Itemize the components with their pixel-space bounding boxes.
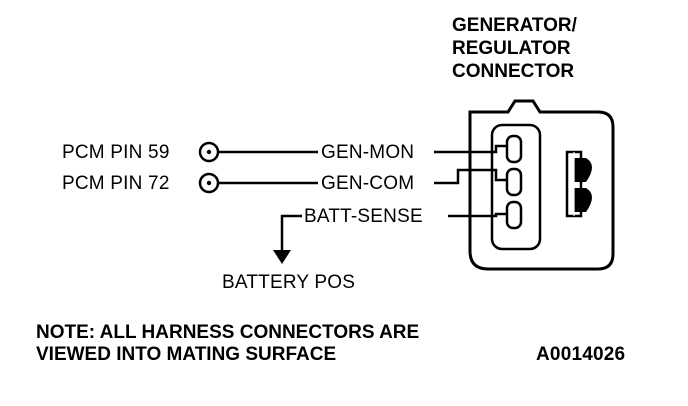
batt-sense-wire-right <box>448 212 506 218</box>
generator-regulator-connector <box>468 99 615 271</box>
connector-key-icon <box>565 150 592 218</box>
gen-mon-label: GEN-MON <box>321 142 415 163</box>
note: NOTE: ALL HARNESS CONNECTORS ARE VIEWED … <box>36 322 419 366</box>
gen-com-label: GEN-COM <box>321 173 415 194</box>
pcm-pin-72-terminal <box>198 172 220 194</box>
connector-title: GENERATOR/ REGULATOR CONNECTOR <box>452 14 577 83</box>
note-line-1: NOTE: ALL HARNESS CONNECTORS ARE <box>36 322 420 343</box>
batt-sense-label: BATT-SENSE <box>304 206 423 227</box>
pcm-pin-59-label: PCM PIN 59 <box>62 142 170 163</box>
figure-id: A0014026 <box>536 344 626 365</box>
connector-pin-2 <box>505 167 523 197</box>
batt-sense-wire-left <box>273 214 302 264</box>
connector-pin-3 <box>505 200 523 230</box>
pcm-pin-59-terminal <box>198 141 220 163</box>
gen-mon-wire-right <box>434 144 506 154</box>
connector-pin-1 <box>505 134 523 164</box>
connector-title-line-1: GENERATOR/ <box>452 15 577 36</box>
battery-arrow-icon <box>273 250 291 264</box>
connector-title-line-3: CONNECTOR <box>452 61 575 82</box>
pcm-pin-72-label: PCM PIN 72 <box>62 173 170 194</box>
note-line-2: VIEWED INTO MATING SURFACE <box>36 344 337 365</box>
gen-com-wire-right <box>434 168 506 185</box>
battery-pos-label: BATTERY POS <box>222 272 356 293</box>
connector-title-line-2: REGULATOR <box>452 38 571 59</box>
